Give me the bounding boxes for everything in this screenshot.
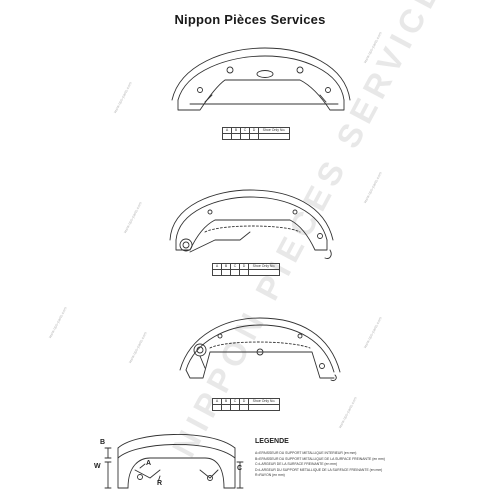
- spec-value-a: [212, 269, 222, 276]
- spec-value-c: [230, 404, 240, 411]
- spec-value-a: [212, 404, 222, 411]
- spec-header-shoe-no: Shoe Only No.: [248, 263, 280, 270]
- brake-shoe-drawing-1: [171, 47, 351, 111]
- spec-value-shoe-no: [258, 133, 290, 140]
- legend-item: C=LARGEUR DE LA SURFACE FREINANTE (en mm…: [255, 462, 338, 466]
- spec-value-shoe-no: [248, 269, 280, 276]
- dimension-label-r: R: [157, 480, 163, 487]
- spec-value-a: [222, 133, 232, 140]
- legend-item: A=EPAISSEUR DU SUPPORT METALLIQUE INTERI…: [255, 451, 357, 455]
- spec-value-c: [230, 269, 240, 276]
- spec-table-2: A B C D Shoe Only No.: [212, 263, 280, 276]
- legend-diagram: [104, 434, 244, 489]
- spec-header-shoe-no: Shoe Only No.: [258, 127, 290, 134]
- spec-header-shoe-no: Shoe Only No.: [248, 398, 280, 405]
- spec-value-b: [221, 404, 231, 411]
- dimension-label-c: C: [237, 465, 243, 472]
- spec-value-b: [221, 269, 231, 276]
- spec-table-value-row: [222, 133, 290, 140]
- spec-table-1: A B C D Shoe Only No.: [222, 127, 290, 140]
- page-title: Nippon Pièces Services: [174, 12, 326, 27]
- legend-title: LEGENDE: [255, 438, 289, 445]
- dimension-label-a: A: [146, 460, 152, 467]
- brake-shoe-drawing-2: [169, 189, 334, 259]
- legend-item: B=EPAISSEUR DU SUPPORT METALLIQUE DE LA …: [255, 456, 385, 461]
- spec-value-c: [240, 133, 250, 140]
- spec-value-d: [239, 269, 249, 276]
- legend-item: R=RAYON (en mm): [255, 473, 285, 477]
- dimension-label-b: B: [100, 439, 106, 446]
- spec-table-3: A B C D Shoe Only No.: [212, 398, 280, 411]
- spec-table-value-row: [212, 404, 280, 411]
- spec-value-b: [231, 133, 241, 140]
- legend-item: D=LARGEUR DU SUPPORT METALLIQUE DE LA SU…: [255, 467, 383, 472]
- brake-shoe-drawing-3: [179, 317, 341, 381]
- spec-value-shoe-no: [248, 404, 280, 411]
- spec-value-d: [239, 404, 249, 411]
- dimension-label-w: W: [94, 463, 101, 470]
- spec-table-value-row: [212, 269, 280, 276]
- legend-list: A=EPAISSEUR DU SUPPORT METALLIQUE INTERI…: [255, 451, 385, 479]
- spec-value-d: [249, 133, 259, 140]
